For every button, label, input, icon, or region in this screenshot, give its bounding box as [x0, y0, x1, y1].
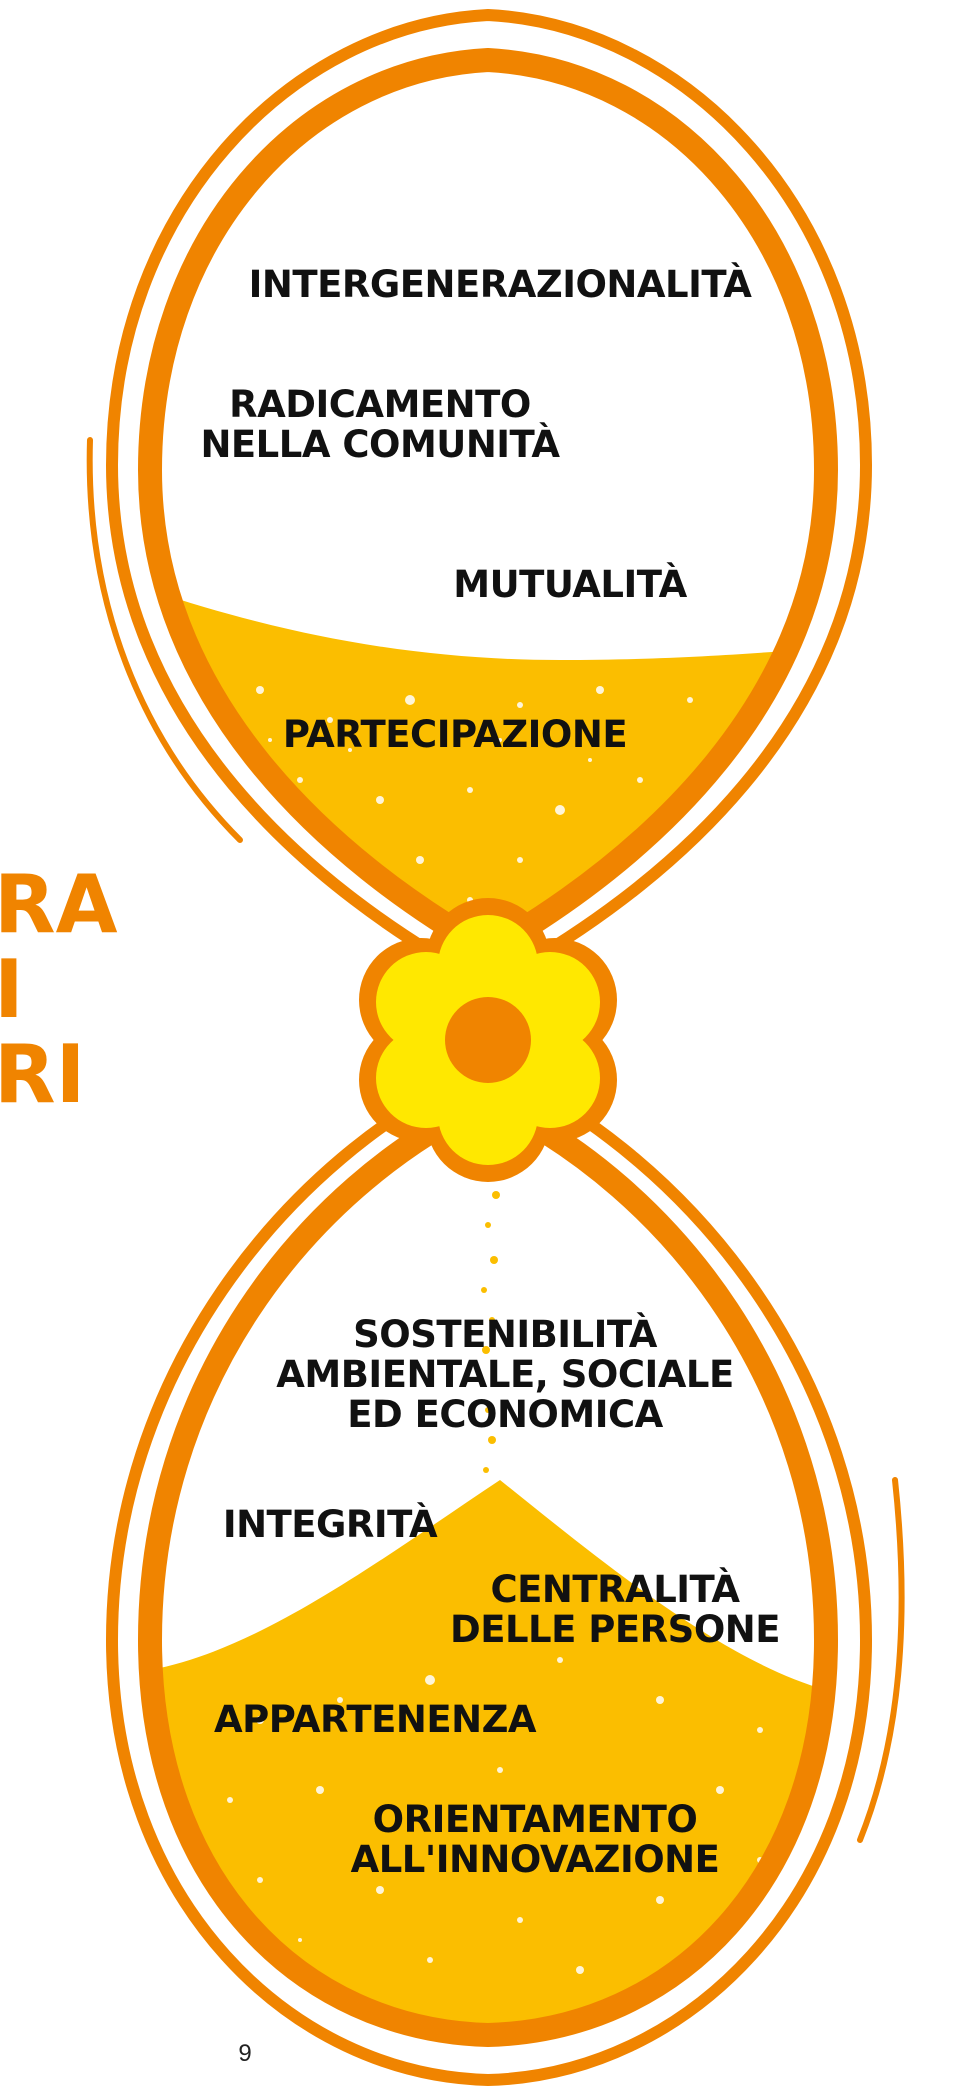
- value-orientamento: ORIENTAMENTO ALL'INNOVAZIONE: [325, 1800, 745, 1880]
- value-appartenenza: APPARTENENZA: [213, 1698, 537, 1741]
- value-mutualita: MUTUALITÀ: [453, 563, 687, 606]
- hourglass-frame: [86, 8, 905, 2087]
- flower-icon: [359, 898, 617, 1182]
- value-partecipazione: PARTECIPAZIONE: [282, 713, 628, 756]
- value-sostenibilita-line-3: ED ECONOMICA: [347, 1393, 663, 1436]
- value-radicamento: RADICAMENTO NELLA COMUNITÀ: [170, 385, 590, 465]
- value-sostenibilita-line-2: AMBIENTALE, SOCIALE: [276, 1353, 734, 1396]
- bottom-sand: [150, 1480, 826, 2035]
- value-orientamento-line-2: ALL'INNOVAZIONE: [350, 1838, 720, 1881]
- left-edge-fragment-1: RA: [0, 858, 118, 951]
- value-integrita: INTEGRITÀ: [222, 1503, 438, 1546]
- value-centralita-line-2: DELLE PERSONE: [449, 1608, 781, 1651]
- value-centralita-line-1: CENTRALITÀ: [490, 1568, 740, 1611]
- value-sostenibilita: SOSTENIBILITÀ AMBIENTALE, SOCIALE ED ECO…: [235, 1315, 775, 1435]
- value-sostenibilita-line-1: SOSTENIBILITÀ: [353, 1313, 657, 1356]
- value-centralita: CENTRALITÀ DELLE PERSONE: [435, 1570, 795, 1650]
- value-intergenerazionalita: INTERGENERAZIONALITÀ: [248, 263, 752, 306]
- value-radicamento-line-1: RADICAMENTO: [229, 383, 531, 426]
- value-orientamento-line-1: ORIENTAMENTO: [372, 1798, 698, 1841]
- page-number: 9: [238, 2040, 252, 2067]
- value-radicamento-line-2: NELLA COMUNITÀ: [200, 423, 560, 466]
- left-edge-fragment-2: I: [0, 943, 24, 1036]
- left-edge-fragment-3: RI: [0, 1028, 86, 1121]
